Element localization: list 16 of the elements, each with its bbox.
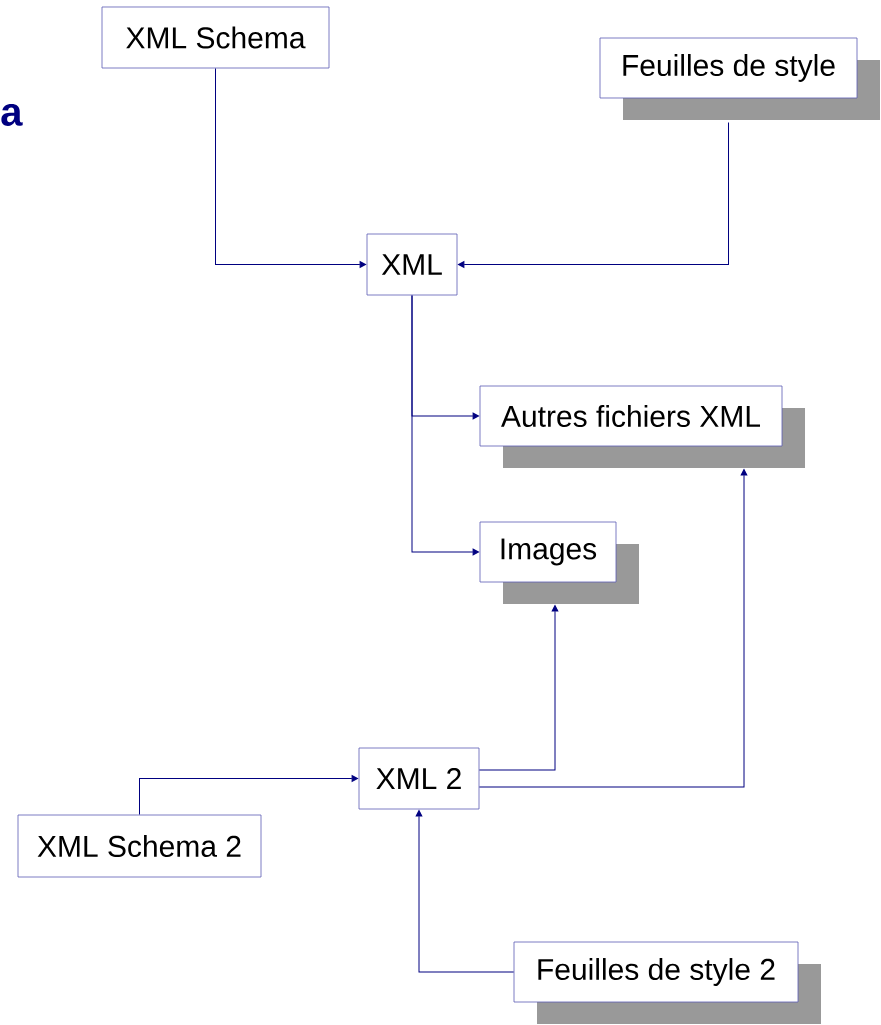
process-box: Images — [479, 521, 617, 583]
process-box: Autres fichiers XML — [479, 385, 783, 447]
process-box: XML — [366, 233, 458, 296]
title-fragment: a — [1, 104, 23, 126]
process-box: XML Schema 2 — [17, 814, 262, 878]
arrow — [478, 605, 559, 771]
arrow — [478, 469, 748, 788]
arrow — [215, 67, 366, 268]
process-box: XML 2 — [358, 747, 480, 810]
arrow — [458, 121, 729, 268]
process-box: Feuilles de style 2 — [513, 941, 799, 1003]
process-box: XML Schema — [101, 6, 330, 69]
process-box: Feuilles de style — [599, 37, 858, 99]
arrow — [139, 775, 358, 816]
arrow — [415, 810, 515, 973]
arrow — [411, 294, 479, 556]
